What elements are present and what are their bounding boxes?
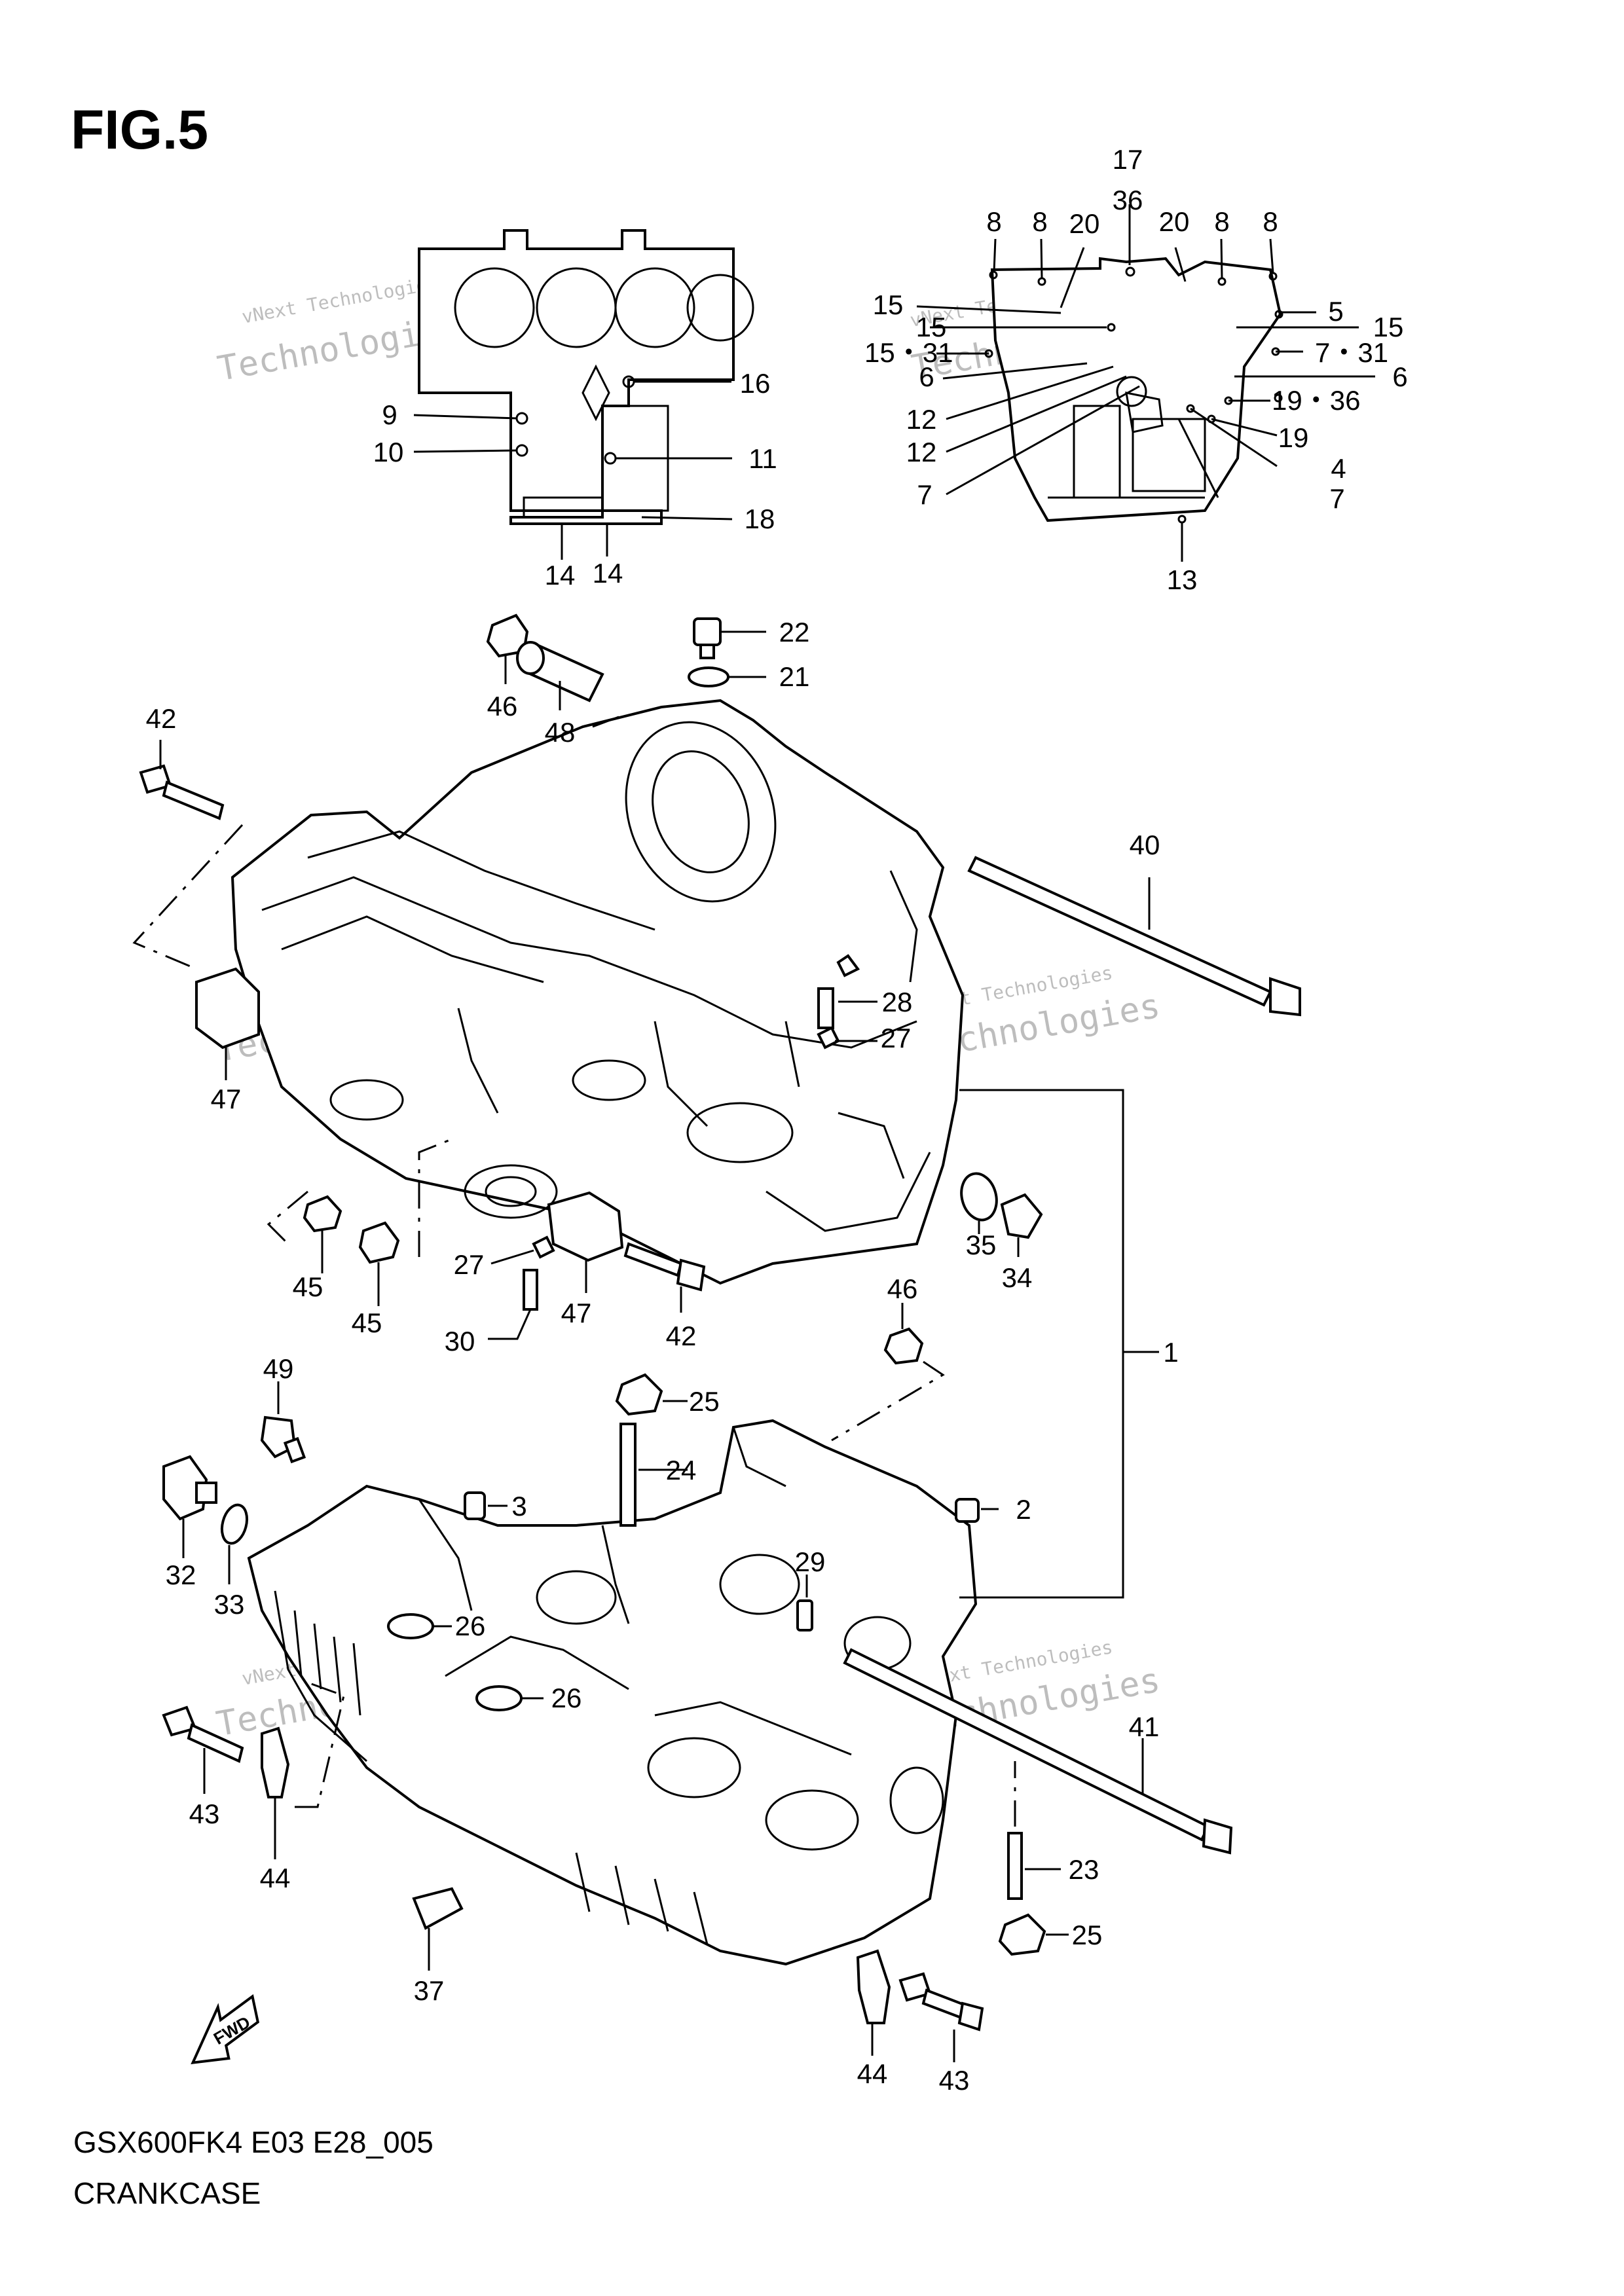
callout-26: 26 <box>551 1683 582 1713</box>
callout-36: 36 <box>1113 185 1143 215</box>
callout-8: 8 <box>1263 206 1278 237</box>
callout-43: 43 <box>189 1798 220 1829</box>
fwd-arrow-icon: FWD <box>191 1994 260 2064</box>
callout-47: 47 <box>561 1298 592 1328</box>
small-parts: FWD <box>132 613 1301 2064</box>
callout-8: 8 <box>1032 206 1047 237</box>
callout-46: 46 <box>487 691 518 721</box>
callout-labels: 17 36 8 8 20 20 8 8 15 15 5 15 15・31 7・3… <box>146 144 1408 2096</box>
callout-20: 20 <box>1069 208 1100 239</box>
callout-26: 26 <box>455 1611 486 1641</box>
callout-46: 46 <box>887 1273 918 1304</box>
callout-7: 7 <box>917 479 932 510</box>
callout-41: 41 <box>1129 1711 1160 1742</box>
callout-48: 48 <box>545 717 576 748</box>
callout-42: 42 <box>666 1321 697 1351</box>
callout-6: 6 <box>919 361 934 392</box>
callout-33: 33 <box>214 1589 245 1620</box>
callout-15-31: 15・31 <box>864 337 953 368</box>
callout-15: 15 <box>873 289 904 320</box>
callout-27: 27 <box>454 1249 485 1280</box>
callout-37: 37 <box>414 1975 445 2006</box>
callout-1: 1 <box>1163 1337 1178 1368</box>
callout-18: 18 <box>745 503 775 534</box>
callout-7: 7 <box>1329 483 1344 514</box>
callout-34: 34 <box>1002 1262 1033 1293</box>
callout-7-31: 7・31 <box>1315 337 1388 368</box>
callout-25: 25 <box>689 1386 720 1417</box>
callout-20: 20 <box>1159 206 1190 237</box>
callout-8: 8 <box>1214 206 1229 237</box>
callout-45: 45 <box>352 1307 382 1338</box>
callout-14: 14 <box>545 560 576 591</box>
callout-43: 43 <box>939 2065 970 2096</box>
upper-case-top-view <box>413 229 754 560</box>
callout-29: 29 <box>795 1546 826 1577</box>
callout-8: 8 <box>986 206 1001 237</box>
callout-35: 35 <box>966 1230 997 1260</box>
callout-11: 11 <box>748 443 777 474</box>
callout-15: 15 <box>916 312 947 342</box>
callout-12: 12 <box>906 404 937 435</box>
callout-13: 13 <box>1167 564 1198 595</box>
callout-19: 19 <box>1278 422 1309 453</box>
callout-30: 30 <box>445 1326 475 1357</box>
callout-27: 27 <box>881 1023 912 1053</box>
callout-44: 44 <box>857 2058 888 2089</box>
figure-title: FIG.5 <box>71 99 209 160</box>
callout-47: 47 <box>211 1084 242 1114</box>
callout-21: 21 <box>779 661 810 692</box>
callout-2: 2 <box>1016 1494 1031 1525</box>
callout-19-36: 19・36 <box>1272 385 1360 416</box>
callout-44: 44 <box>260 1863 291 1893</box>
callout-14: 14 <box>593 558 623 589</box>
callout-9: 9 <box>382 399 397 430</box>
diagram-name: CRANKCASE <box>73 2176 261 2210</box>
callout-32: 32 <box>166 1559 196 1590</box>
callout-12: 12 <box>906 437 937 467</box>
callout-25: 25 <box>1072 1920 1103 1950</box>
callout-5: 5 <box>1328 296 1343 327</box>
callout-3: 3 <box>511 1491 526 1522</box>
callout-40: 40 <box>1130 829 1160 860</box>
callout-17: 17 <box>1113 144 1143 175</box>
callout-45: 45 <box>293 1271 323 1302</box>
callout-49: 49 <box>263 1353 294 1384</box>
lower-case-top-view <box>916 204 1375 562</box>
callout-15: 15 <box>1373 312 1404 342</box>
callout-24: 24 <box>666 1455 697 1485</box>
callout-28: 28 <box>882 987 913 1017</box>
callout-6: 6 <box>1392 361 1407 392</box>
callout-23: 23 <box>1069 1854 1099 1885</box>
upper-crankcase <box>231 699 965 1285</box>
callout-10: 10 <box>373 437 404 467</box>
callout-22: 22 <box>779 617 810 647</box>
model-code: GSX600FK4 E03 E28_005 <box>73 2125 434 2159</box>
callout-16: 16 <box>740 368 771 399</box>
lower-crankcase <box>247 1419 978 1966</box>
callout-4: 4 <box>1331 453 1346 484</box>
callout-42: 42 <box>146 703 177 734</box>
